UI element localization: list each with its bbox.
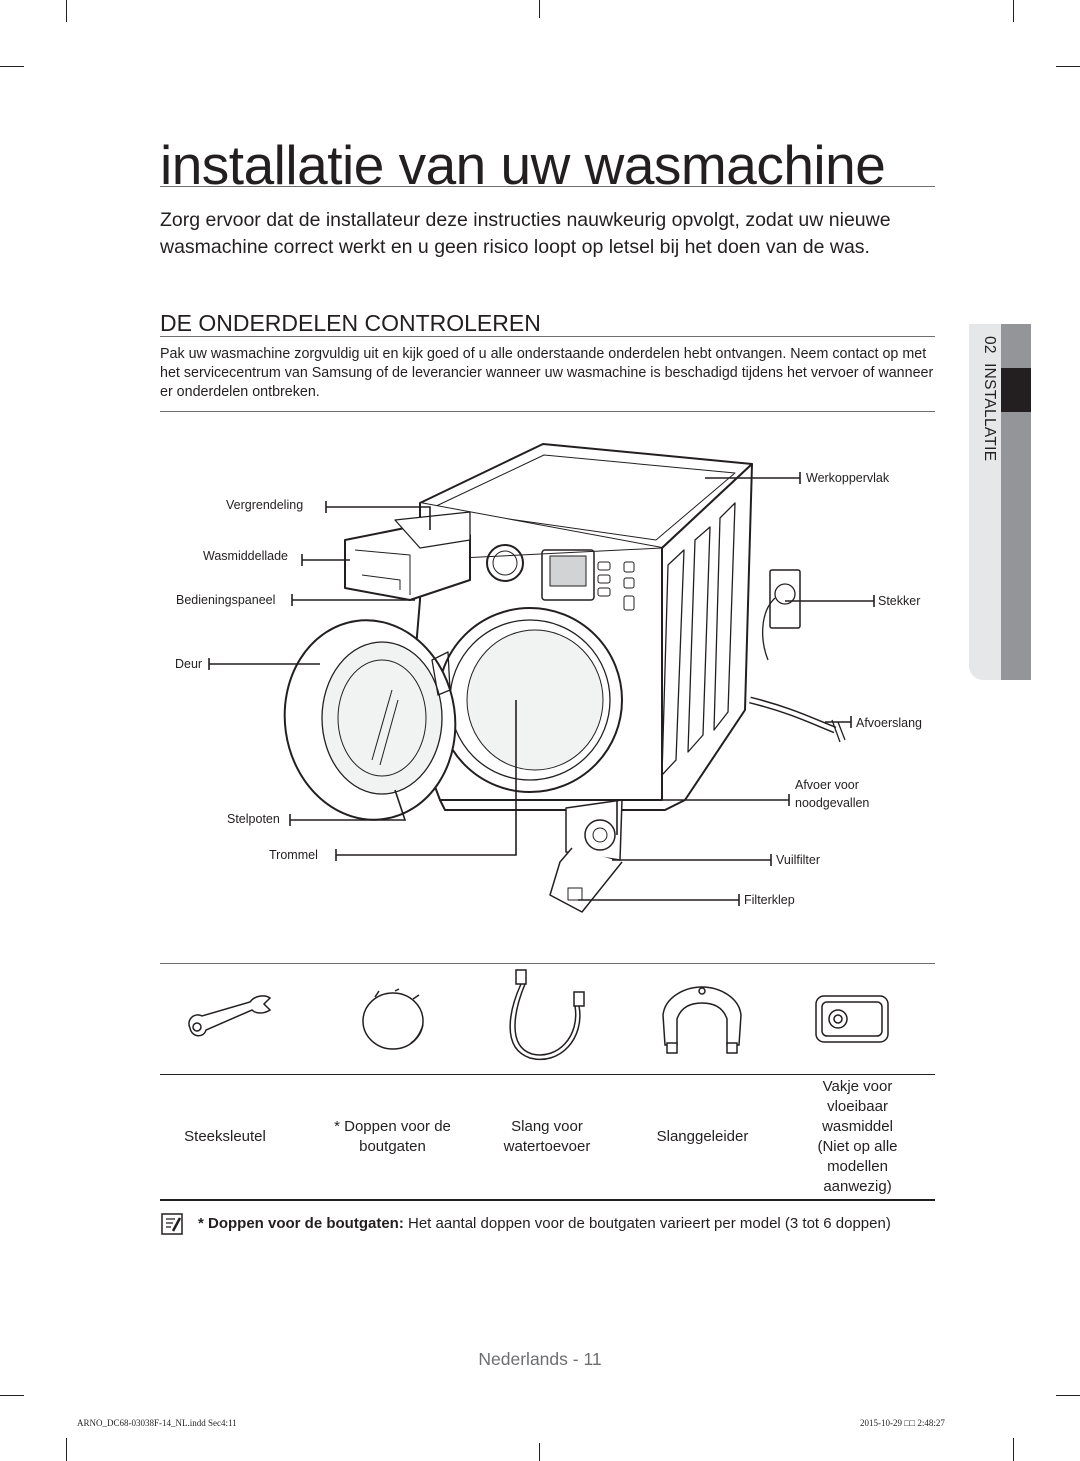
label-afvoer-noodgevallen-1: Afvoer voor: [795, 778, 859, 792]
label-vergrendeling: Vergrendeling: [226, 498, 304, 512]
label-afvoer-noodgevallen-2: noodgevallen: [795, 796, 870, 810]
print-slug-right: 2015-10-29 □□ 2:48:27: [860, 1418, 945, 1428]
crop-mark: [0, 66, 24, 67]
chapter-tab-label: 02 INSTALLATIE: [981, 336, 998, 462]
crop-mark: [539, 0, 540, 18]
crop-mark: [66, 1438, 67, 1461]
crop-mark: [1056, 66, 1080, 67]
label-trommel: Trommel: [269, 848, 318, 862]
washing-machine-diagram: [208, 443, 875, 913]
title-divider: [160, 186, 935, 187]
accessories-middle-divider: [160, 1074, 935, 1075]
accessory-label-steeksleutel: Steeksleutel: [184, 1128, 266, 1145]
accessory-label-doppen: * Doppen voor de boutgaten: [334, 1118, 451, 1155]
label-wasmiddellade: Wasmiddellade: [203, 549, 288, 563]
chapter-tab-marker: [1001, 368, 1031, 412]
label-vuilfilter: Vuilfilter: [776, 853, 820, 867]
note-icon: [161, 1213, 183, 1235]
crop-mark: [1013, 0, 1014, 22]
section-heading: DE ONDERDELEN CONTROLEREN: [160, 310, 541, 336]
label-filterklep: Filterklep: [744, 893, 795, 907]
accessory-label-vakje: Vakje voor vloeibaar wasmiddel (Niet op …: [817, 1078, 898, 1195]
crop-mark: [0, 1395, 24, 1396]
wrench-icon: [188, 995, 272, 1037]
page-title: installatie van uw wasmachine: [160, 134, 886, 196]
crop-mark: [1056, 1395, 1080, 1396]
label-afvoerslang: Afvoerslang: [856, 716, 923, 730]
print-slug-left: ARNO_DC68-03038F-14_NL.indd Sec4:11: [77, 1418, 237, 1428]
label-deur: Deur: [175, 657, 203, 671]
intro-paragraph: Zorg ervoor dat de installateur deze ins…: [160, 209, 891, 258]
crop-mark: [1013, 1438, 1014, 1461]
accessory-label-slang: Slang voor watertoevoer: [503, 1118, 591, 1155]
note-body: Het aantal doppen voor de boutgaten vari…: [403, 1215, 891, 1232]
bolt-cap-icon: [362, 988, 424, 1050]
accessories-top-divider: [160, 963, 935, 964]
section-divider: [160, 336, 935, 337]
page-number: Nederlands - 11: [478, 1349, 602, 1369]
crop-mark: [66, 0, 67, 22]
label-stelpoten: Stelpoten: [227, 812, 280, 826]
hose-guide-icon: [662, 986, 742, 1054]
accessories-bottom-divider: [160, 1199, 935, 1201]
detergent-compartment-icon: [815, 995, 889, 1043]
accessory-label-slanggeleider: Slanggeleider: [656, 1128, 749, 1145]
label-stekker: Stekker: [878, 594, 921, 608]
note-bold: * Doppen voor de boutgaten:: [198, 1215, 404, 1232]
note-text: * Doppen voor de boutgaten: Het aantal d…: [198, 1213, 898, 1234]
section-divider: [160, 411, 935, 412]
label-bedieningspaneel: Bedieningspaneel: [176, 593, 276, 607]
section-body: Pak uw wasmachine zorgvuldig uit en kijk…: [160, 346, 934, 400]
label-werkoppervlak: Werkoppervlak: [806, 471, 890, 485]
water-hose-icon: [509, 969, 585, 1061]
crop-mark: [539, 1443, 540, 1461]
